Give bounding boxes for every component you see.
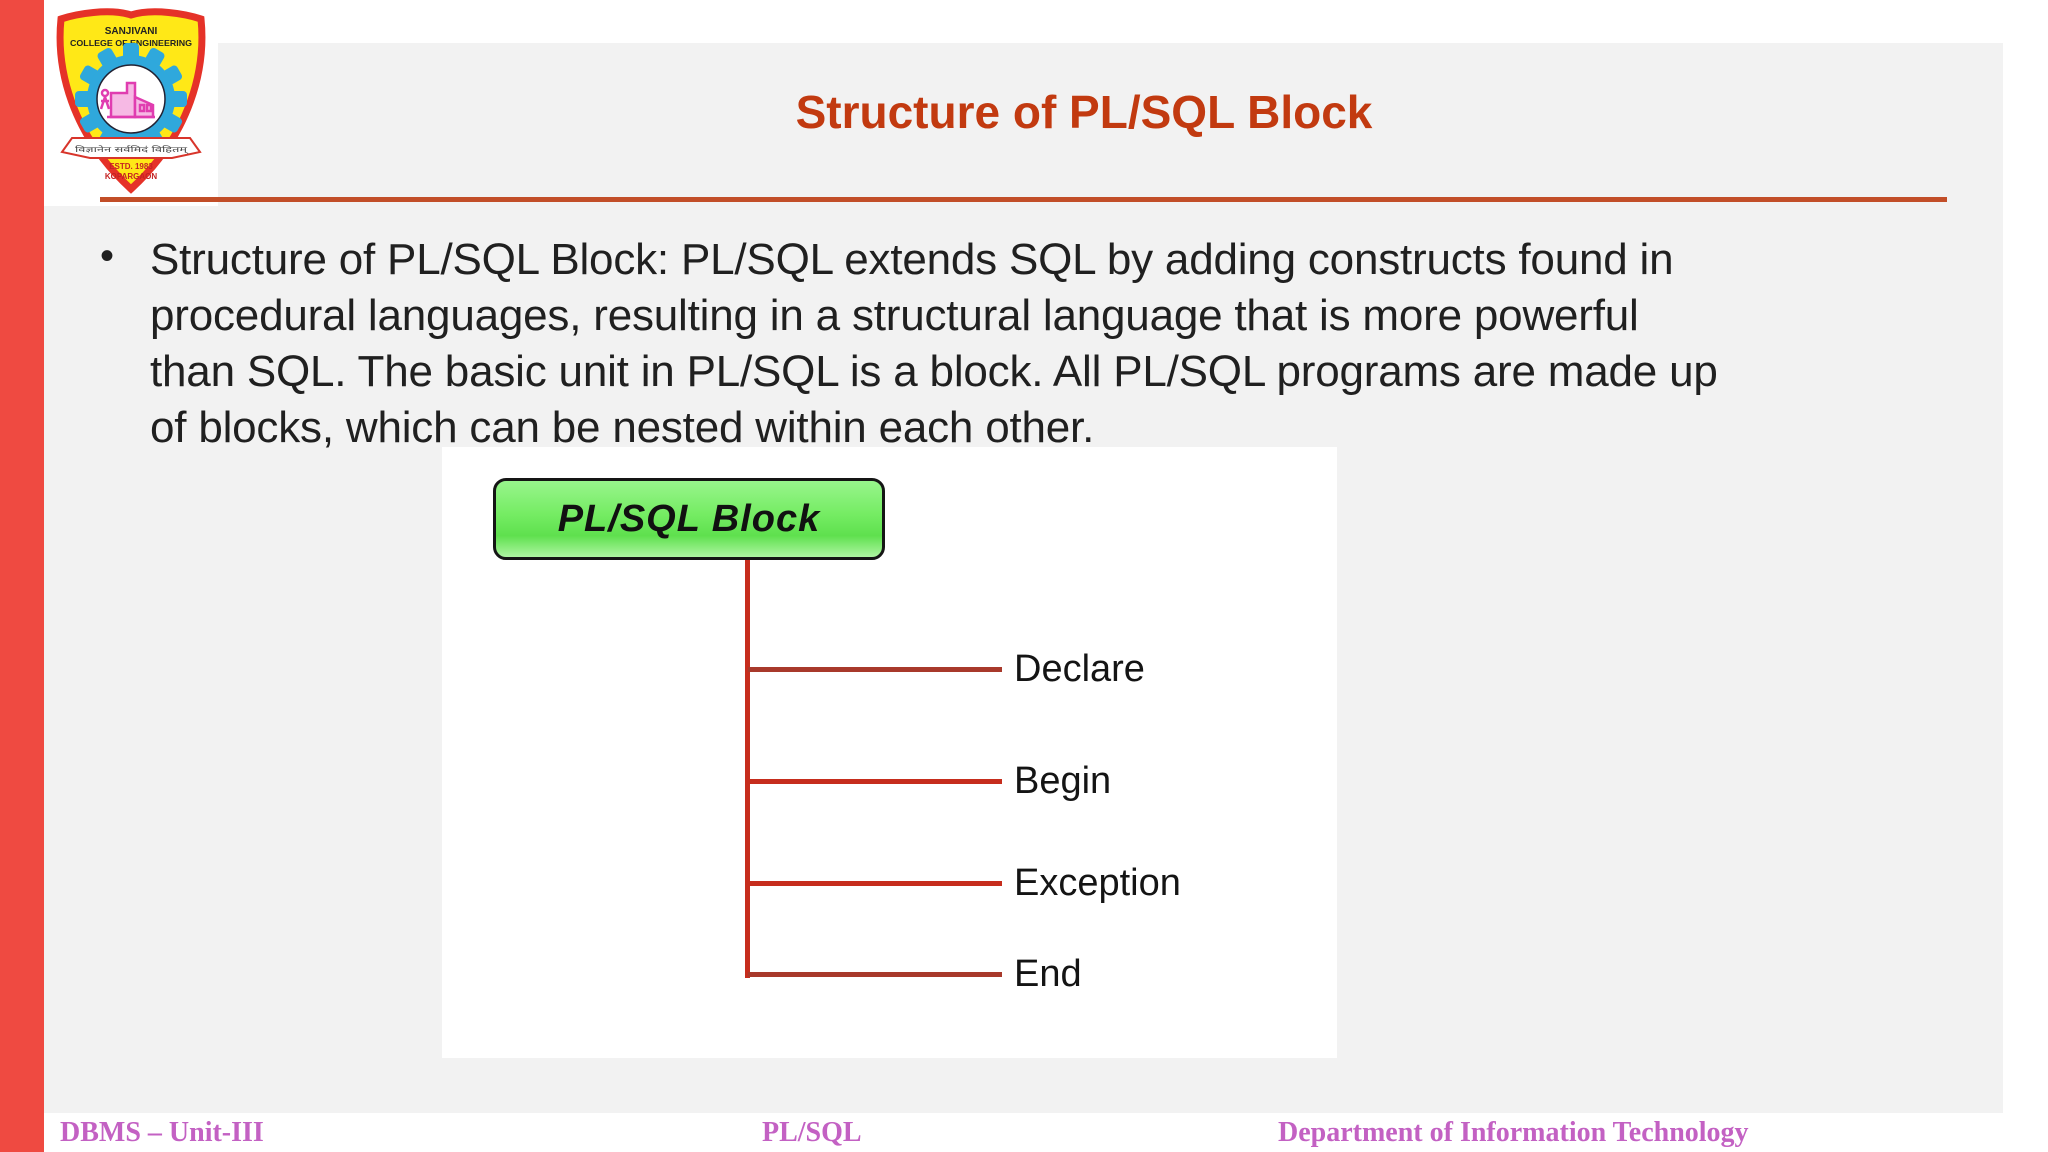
branch-label: Declare	[1014, 648, 1145, 690]
branch-label: Exception	[1014, 862, 1181, 904]
body-text-line: than SQL. The basic unit in PL/SQL is a …	[150, 347, 1718, 396]
body-text-line: of blocks, which can be nested within ea…	[150, 403, 1095, 452]
title-divider-rule	[100, 197, 1947, 202]
body-paragraph: • Structure of PL/SQL Block: PL/SQL exte…	[100, 232, 1960, 456]
logo-place: KOPARGAON	[105, 172, 158, 181]
footer-department-label: Department of Information Technology	[1278, 1117, 1749, 1148]
slide-footer: DBMS – Unit-III PL/SQL Department of Inf…	[44, 1113, 2048, 1152]
industry-art-icon	[99, 81, 155, 119]
footer-course-label: DBMS – Unit-III	[60, 1117, 264, 1148]
left-accent-bar	[0, 0, 44, 1152]
branch-connector-line	[748, 779, 1002, 784]
plsql-block-diagram: PL/SQL Block Declare Begin Exception End	[442, 447, 1337, 1058]
motto-ribbon	[60, 137, 202, 159]
branch-connector-line	[748, 881, 1002, 886]
bullet-marker: •	[100, 234, 115, 278]
branch-label: End	[1014, 953, 1082, 995]
branch-connector-line	[748, 667, 1002, 672]
branch-label: Begin	[1014, 760, 1112, 802]
college-crest-icon: SANJIVANI COLLEGE OF ENGINEERING	[56, 8, 206, 194]
body-text-line: Structure of PL/SQL Block: PL/SQL extend…	[150, 235, 1674, 284]
logo-estd: ESTD. 1983	[109, 162, 153, 171]
body-text: Structure of PL/SQL Block: PL/SQL extend…	[150, 232, 1960, 456]
college-logo: SANJIVANI COLLEGE OF ENGINEERING	[44, 0, 218, 206]
footer-topic-label: PL/SQL	[762, 1117, 862, 1148]
logo-institution-line1: SANJIVANI	[105, 26, 158, 37]
diagram-root-node: PL/SQL Block	[493, 478, 885, 560]
diagram-trunk-line	[745, 560, 750, 978]
branch-connector-line	[748, 972, 1002, 977]
page-title: Structure of PL/SQL Block	[795, 86, 1373, 138]
logo-motto: विज्ञानेन सर्वमिदं विहितम्	[75, 145, 189, 154]
body-text-line: procedural languages, resulting in a str…	[150, 291, 1639, 340]
gear-icon	[75, 43, 187, 155]
